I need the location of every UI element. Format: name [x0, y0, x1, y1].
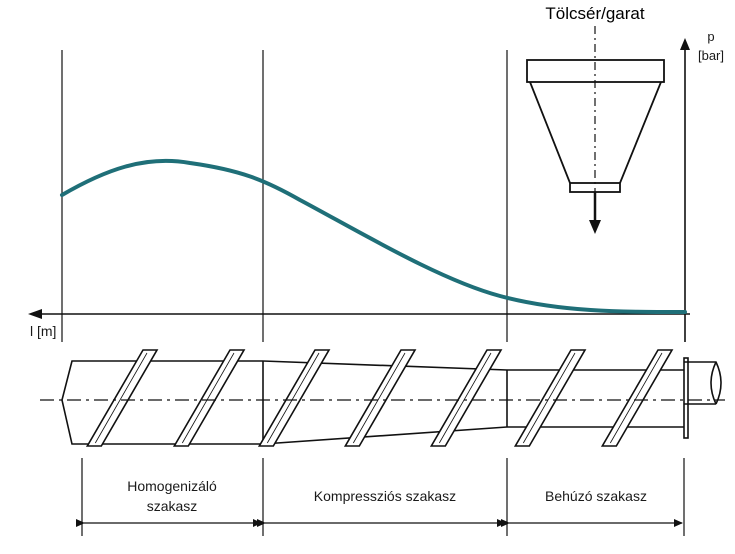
section-label-homogenizing-line1: Homogenizáló — [127, 478, 217, 494]
length-axis-arrow-icon — [28, 309, 42, 319]
pressure-axis: p [bar] — [680, 29, 724, 342]
section-dimensions: Homogenizáló szakasz Kompressziós szakas… — [76, 458, 685, 536]
screw-flight — [513, 349, 587, 447]
feed-arrow-icon — [589, 220, 601, 234]
screw-shaft-end — [684, 361, 722, 405]
compression-zone-root-top — [262, 360, 508, 371]
length-axis: l [m] — [28, 309, 690, 339]
screw-flight — [257, 349, 331, 447]
screw-flight-edge — [438, 352, 492, 444]
pressure-axis-arrow-icon — [680, 38, 690, 50]
section-dividers — [61, 50, 508, 342]
pressure-axis-unit: [bar] — [698, 48, 724, 63]
screw-flights — [85, 349, 674, 447]
screw-shoulder — [683, 357, 689, 439]
screw-flight — [172, 349, 246, 447]
section-label-compression: Kompressziós szakasz — [314, 488, 456, 504]
hopper-rim — [526, 59, 665, 83]
screw-flight-edge — [181, 352, 235, 444]
hopper-label: Tölcsér/garat — [545, 4, 644, 23]
screw-flight — [600, 349, 674, 447]
length-axis-label: l [m] — [30, 323, 56, 339]
screw-flight-edge — [266, 352, 320, 444]
hopper: Tölcsér/garat — [526, 4, 665, 234]
screw-tip — [61, 360, 82, 445]
screw-flight — [343, 349, 417, 447]
pressure-curve — [60, 158, 687, 314]
screw-flight — [429, 349, 503, 447]
screw-flight-edge — [94, 352, 148, 444]
hopper-funnel — [529, 81, 662, 184]
screw — [40, 349, 725, 447]
section-label-homogenizing-line2: szakasz — [147, 498, 198, 514]
screw-flight-edge — [352, 352, 406, 444]
compression-zone-root-bottom — [262, 426, 508, 445]
section-label-feed: Behúzó szakasz — [545, 488, 647, 504]
screw-flight-edge — [522, 352, 576, 444]
screw-flight — [85, 349, 159, 447]
pressure-axis-symbol: p — [707, 29, 714, 44]
screw-flight-edge — [609, 352, 663, 444]
